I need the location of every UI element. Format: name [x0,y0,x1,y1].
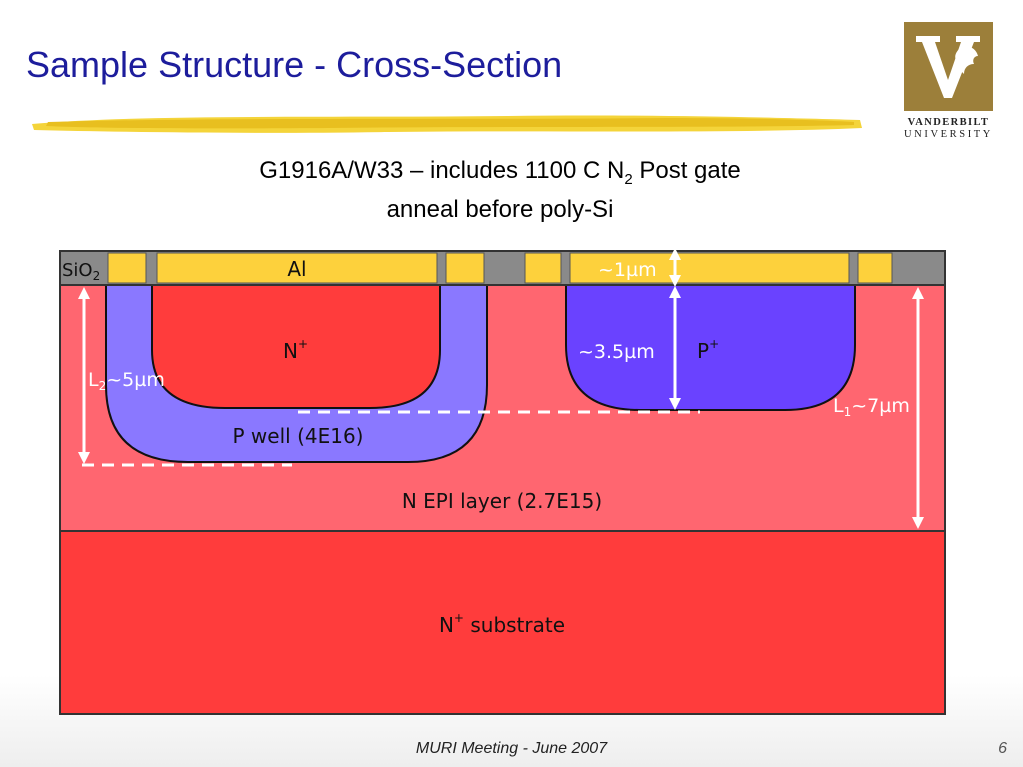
l2-label: L2~5µm [88,369,165,393]
sio2-subscript: 2 [93,269,101,283]
yellow-brush-stroke [32,115,862,133]
substrate-superscript: + [454,611,464,625]
n-plus-substrate [59,530,946,715]
page-number: 6 [998,740,1007,757]
al-label: Al [287,257,306,281]
subtitle-line1-subscript: 2 [624,170,633,188]
subtitle-line2: anneal before poly-Si [386,195,614,223]
l1-value: ~7µm [851,395,910,417]
vanderbilt-logo: VANDERBILT UNIVERSITY [904,22,993,140]
substrate-suffix: substrate [464,613,565,637]
al-contact-pplus [569,252,850,284]
p-plus-depth-label: ~3.5µm [578,341,655,363]
sio2-label: SiO2 [62,260,100,283]
p-plus-superscript: + [709,337,719,351]
footer-text: MURI Meeting - June 2007 [415,740,608,757]
al-segment-6 [857,252,893,284]
n-epi-label: N EPI layer (2.7E15) [402,489,602,513]
l1-subscript: 1 [844,405,852,419]
substrate-label: N+ substrate [439,611,565,637]
al-segment-3 [445,252,485,284]
p-well-label: P well (4E16) [233,424,364,448]
logo-text-university: UNIVERSITY [904,129,993,140]
l2-subscript: 2 [99,379,107,393]
logo-text-vanderbilt: VANDERBILT [907,117,990,128]
vanderbilt-v-oak-leaf-icon [904,22,993,111]
p-plus-label: P+ [697,337,719,363]
slide-subtitle: G1916A/W33 – includes 1100 C N2 Post gat… [150,156,850,225]
slide-title: Sample Structure - Cross-Section [26,44,563,85]
al-segment-4 [524,252,562,284]
al-segment-1 [107,252,147,284]
subtitle-line1-prefix: G1916A/W33 – includes 1100 C N [259,157,625,184]
n-plus-superscript: + [298,337,308,351]
l2-value: ~5µm [106,369,165,391]
al-contact-nplus [156,252,438,284]
l1-label: L1~7µm [833,395,910,419]
n-plus-region [151,284,441,409]
subtitle-line1-suffix: Post gate [632,157,741,184]
n-plus-label: N+ [283,337,308,363]
oxide-thickness-label: ~1µm [598,259,657,281]
p-plus-region [565,284,856,411]
